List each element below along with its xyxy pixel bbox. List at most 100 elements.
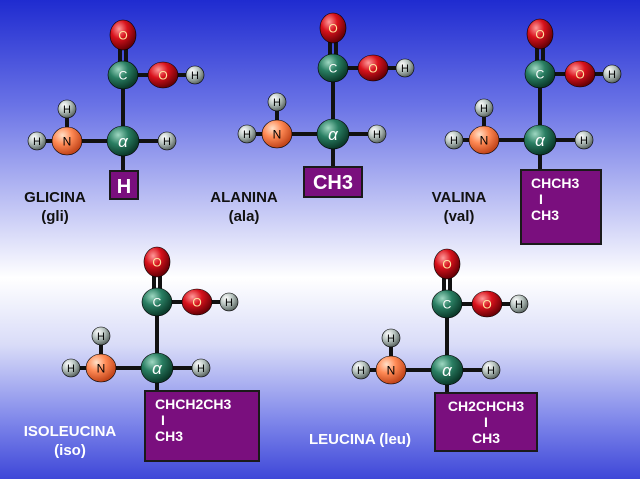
leucina-alpha-carbon-atom-symbol: α [442, 361, 453, 380]
leucina-amine-hydrogen-1-atom: H [351, 360, 371, 380]
valina-side-line-1: CHCH3 [531, 175, 580, 191]
alanina-nitrogen-atom-symbol: N [273, 127, 282, 141]
isoleucina-carbonyl-carbon-atom: C [141, 287, 173, 317]
leucina-alpha-hydrogen-atom-symbol: H [487, 365, 495, 377]
leucina-amine-hydrogen-1-atom-symbol: H [357, 365, 365, 377]
glicina-nitrogen-atom: N [51, 126, 83, 156]
alanina-side-line-1: CH3 [312, 172, 353, 194]
glicina-amine-hydrogen-2-atom: H [57, 99, 77, 119]
valina-abbr: (val) [443, 208, 475, 225]
isoleucina-carbonyl-carbon-atom-symbol: C [153, 295, 162, 309]
isoleucina-nitrogen-atom: N [85, 353, 117, 383]
valina-carbonyl-carbon-atom: C [524, 59, 556, 89]
valina-alpha-hydrogen-atom: H [574, 130, 594, 150]
valina-hydroxyl-oxygen-atom-symbol: O [575, 67, 584, 81]
isoleucina-abbr: (iso) [54, 442, 86, 459]
glicina-hydroxyl-oxygen-atom: O [147, 61, 179, 89]
glicina-amine-hydrogen-1-atom: H [27, 131, 47, 151]
leucina-alpha-hydrogen-atom: H [481, 360, 501, 380]
leucina-side-line-2: I [484, 414, 488, 430]
alanina-alpha-hydrogen-atom-symbol: H [373, 129, 381, 141]
leucina-side-line-1: CH2CHCH3 [447, 398, 525, 414]
glicina-hydroxyl-oxygen-atom-symbol: O [158, 68, 167, 82]
isoleucina-amine-hydrogen-2-atom-symbol: H [97, 331, 105, 343]
leucina-carbonyl-carbon-atom: C [431, 289, 463, 319]
isoleucina-hydroxyl-hydrogen-atom: H [219, 292, 239, 312]
leucina-nitrogen-atom: N [375, 355, 407, 385]
isoleucina-label: ISOLEUCINA (iso) [6, 422, 134, 460]
alanina-amine-hydrogen-1-atom-symbol: H [243, 129, 251, 141]
alanina-amine-hydrogen-2-atom-symbol: H [273, 97, 281, 109]
alanina-label: ALANINA (ala) [196, 188, 292, 226]
leucina-name: LEUCINA (leu) [309, 431, 411, 448]
leucina-amine-hydrogen-2-atom-symbol: H [387, 333, 395, 345]
leucina-carbonyl-oxygen-atom-symbol: O [442, 257, 451, 271]
alanina-alpha-hydrogen-atom: H [367, 124, 387, 144]
valina-alpha-hydrogen-atom-symbol: H [580, 135, 588, 147]
isoleucina-hydroxyl-oxygen-atom-symbol: O [192, 295, 201, 309]
glicina-side-chain: H [109, 170, 139, 200]
alanina-hydroxyl-oxygen-atom-symbol: O [368, 61, 377, 75]
valina-nitrogen-atom-symbol: N [480, 133, 489, 147]
glicina-hydroxyl-hydrogen-atom: H [185, 65, 205, 85]
leucina-side-chain: CH2CHCH3 I CH3 [434, 392, 538, 452]
alanina-hydroxyl-hydrogen-atom-symbol: H [401, 63, 409, 75]
leucina-hydroxyl-hydrogen-atom: H [509, 294, 529, 314]
glicina-alpha-hydrogen-atom: H [157, 131, 177, 151]
glicina-side-line-1: H [116, 176, 132, 198]
valina-nitrogen-atom: N [468, 125, 500, 155]
valina-alpha-carbon-atom-symbol: α [535, 131, 546, 150]
alanina-carbonyl-carbon-atom: C [317, 53, 349, 83]
alanina-carbonyl-carbon-atom-symbol: C [329, 61, 338, 75]
alanina-carbonyl-oxygen-atom: O [319, 12, 347, 44]
glicina-hydroxyl-hydrogen-atom-symbol: H [191, 70, 199, 82]
leucina-carbonyl-carbon-atom-symbol: C [443, 297, 452, 311]
isoleucina-amine-hydrogen-1-atom-symbol: H [67, 363, 75, 375]
glicina-abbr: (gli) [41, 208, 69, 225]
valina-carbonyl-oxygen-atom: O [526, 18, 554, 50]
glicina-carbonyl-oxygen-atom-symbol: O [118, 28, 127, 42]
glicina-label: GLICINA (gli) [10, 188, 100, 226]
isoleucina-alpha-hydrogen-atom: H [191, 358, 211, 378]
valina-amine-hydrogen-2-atom-symbol: H [480, 103, 488, 115]
alanina-hydroxyl-oxygen-atom: O [357, 54, 389, 82]
leucina-alpha-carbon-atom: α [430, 354, 464, 386]
glicina-amine-hydrogen-2-atom-symbol: H [63, 104, 71, 116]
leucina-carbonyl-oxygen-atom: O [433, 248, 461, 280]
valina-amine-hydrogen-1-atom: H [444, 130, 464, 150]
valina-carbonyl-oxygen-atom-symbol: O [535, 27, 544, 41]
valina-alpha-carbon-atom: α [523, 124, 557, 156]
glicina-amine-hydrogen-1-atom-symbol: H [33, 136, 41, 148]
alanina-alpha-carbon-atom: α [316, 118, 350, 150]
alanina-carbonyl-oxygen-atom-symbol: O [328, 21, 337, 35]
isoleucina-side-line-2: I [161, 412, 165, 428]
valina-name: VALINA [431, 189, 487, 206]
isoleucina-alpha-carbon-atom: α [140, 352, 174, 384]
glicina-carbonyl-oxygen-atom: O [109, 19, 137, 51]
valina-side-line-2: I [539, 191, 543, 207]
valina-side-chain: CHCH3 I CH3 [520, 169, 602, 245]
alanina-amine-hydrogen-1-atom: H [237, 124, 257, 144]
leucina-nitrogen-atom-symbol: N [387, 363, 396, 377]
valina-molecule: O C O H N H H Hα [444, 18, 622, 169]
leucina-amine-hydrogen-2-atom: H [381, 328, 401, 348]
leucina-side-line-3: CH3 [471, 430, 500, 446]
isoleucina-hydroxyl-hydrogen-atom-symbol: H [225, 297, 233, 309]
isoleucina-alpha-hydrogen-atom-symbol: H [197, 363, 205, 375]
glicina-alpha-hydrogen-atom-symbol: H [163, 136, 171, 148]
alanina-name: ALANINA [210, 189, 278, 206]
isoleucina-hydroxyl-oxygen-atom: O [181, 288, 213, 316]
valina-hydroxyl-hydrogen-atom: H [602, 64, 622, 84]
valina-hydroxyl-oxygen-atom: O [564, 60, 596, 88]
alanina-molecule: O C O H N H H Hα [237, 12, 415, 166]
isoleucina-carbonyl-oxygen-atom: O [143, 246, 171, 278]
alanina-side-chain: CH3 [303, 166, 363, 198]
isoleucina-amine-hydrogen-1-atom: H [61, 358, 81, 378]
alanina-abbr: (ala) [228, 208, 260, 225]
isoleucina-name: ISOLEUCINA [23, 423, 117, 440]
isoleucina-amine-hydrogen-2-atom: H [91, 326, 111, 346]
leucina-hydroxyl-hydrogen-atom-symbol: H [515, 299, 523, 311]
